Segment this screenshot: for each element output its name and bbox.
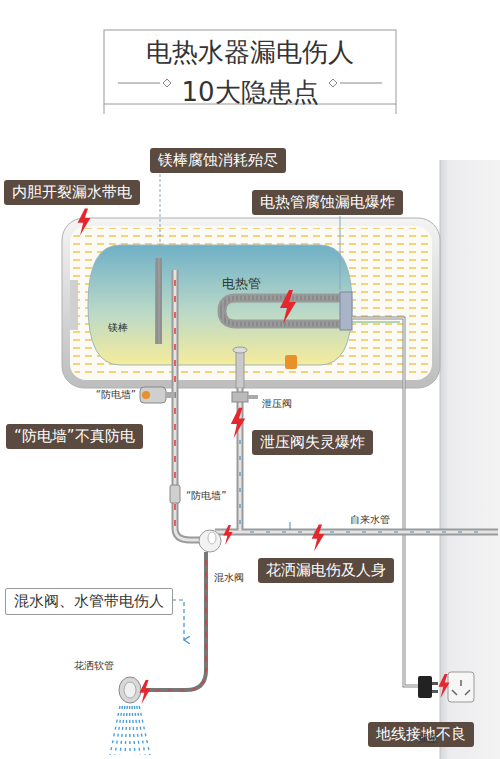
callout-box: “防电墙”不真防电 <box>6 424 143 449</box>
callout-text: 电热管腐蚀漏电爆炸 <box>260 193 395 212</box>
part-label: 花洒软管 <box>74 660 114 672</box>
part-label: 插座 <box>418 733 438 745</box>
callout-text: “防电墙”不真防电 <box>14 427 135 446</box>
callout-text: 混水阀、水管带电伤人 <box>14 592 164 611</box>
callout-text: 泄压阀失灵爆炸 <box>260 433 365 452</box>
part-label: 混水阀 <box>214 572 244 584</box>
callout-text: 镁棒腐蚀消耗殆尽 <box>158 151 278 170</box>
callout-text: 花洒漏电伤及人身 <box>266 561 386 580</box>
callout-box: 内胆开裂漏水带电 <box>4 180 140 205</box>
callout-box: 混水阀、水管带电伤人 <box>5 588 173 615</box>
part-label: “防电墙” <box>186 490 226 502</box>
part-label: 自来水管 <box>350 514 390 526</box>
callout-box: 电热管腐蚀漏电爆炸 <box>252 190 403 215</box>
part-label: 电热管 <box>222 276 261 292</box>
title-text: 电热水器漏电伤人 10大隐患点 <box>105 32 395 113</box>
callout-box: 镁棒腐蚀消耗殆尽 <box>150 148 286 173</box>
callout-box: 花洒漏电伤及人身 <box>258 558 394 583</box>
callout-box: 泄压阀失灵爆炸 <box>252 430 373 455</box>
part-label: 镁棒 <box>108 322 128 334</box>
part-label: 泄压阀 <box>262 398 292 410</box>
callout-text: 内胆开裂漏水带电 <box>12 183 132 202</box>
part-label: “防电墙” <box>96 389 136 401</box>
